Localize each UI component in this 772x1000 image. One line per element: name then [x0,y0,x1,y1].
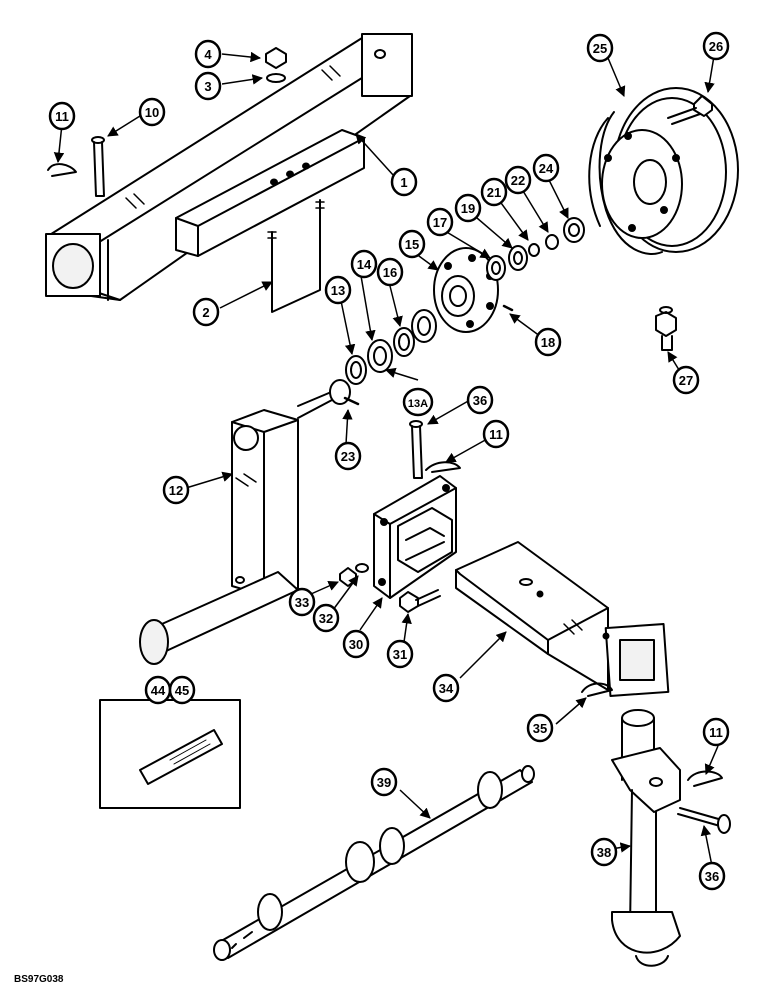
callout-number: 13A [408,398,428,410]
callout-10: 10 [138,97,166,127]
figure-reference-code: BS97G038 [14,974,64,985]
callout-34: 34 [432,673,460,703]
callout-12: 12 [162,475,190,505]
callout-31: 31 [386,639,414,669]
callout-number: 36 [705,869,719,884]
callout-number: 23 [341,449,355,464]
nut-and-washer [265,47,287,83]
jack-stand [611,709,681,967]
callout-number: 4 [204,47,212,62]
callout-number: 13 [331,283,345,298]
wheel-hub [433,247,514,333]
callout-1: 1 [390,167,418,197]
callout-17: 17 [426,207,454,237]
callout-27: 27 [672,365,700,395]
outer-bearing-stack [486,217,585,281]
callout-11: 11 [482,419,510,449]
callout-number: 26 [709,39,723,54]
callout-number: 14 [357,257,372,272]
callout-number: 38 [597,845,611,860]
callout-number: 25 [593,41,607,56]
callout-18: 18 [534,327,562,357]
callout-number: 21 [487,185,501,200]
spindle-arm [139,379,351,665]
callout-number: 11 [709,725,723,740]
callout-13a: 13A [402,387,434,417]
callout-33: 33 [288,587,316,617]
callout-16: 16 [376,257,404,287]
grease-fitting [655,306,677,351]
callout-number: 31 [393,647,407,662]
callout-14: 14 [350,249,378,279]
callout-36: 36 [466,385,494,415]
callout-3: 3 [194,71,222,101]
callout-number: 30 [349,637,363,652]
extension-tube [455,541,670,697]
callout-26: 26 [702,31,730,61]
callout-number: 3 [204,79,211,94]
callout-number: 18 [541,335,555,350]
callout-number: 2 [202,305,209,320]
wheel-bolt [667,95,713,125]
callout-13: 13 [324,275,352,305]
decal-callout-44: 44 [144,675,172,705]
decal-number: 44 [151,683,166,698]
callout-32: 32 [312,603,340,633]
hairpin-clip-lower [581,682,613,697]
callout-number: 32 [319,611,333,626]
callout-24: 24 [532,153,560,183]
callout-11: 11 [702,717,730,747]
callout-number: 22 [511,173,525,188]
callout-number: 17 [433,215,447,230]
callout-number: 34 [439,681,454,696]
callout-number: 39 [377,775,391,790]
callout-number: 11 [489,427,503,442]
callout-15: 15 [398,229,426,259]
pin-and-clip-middle [409,420,461,479]
callout-38: 38 [590,837,618,867]
callout-number: 33 [295,595,309,610]
callout-number: 19 [461,201,475,216]
decal-box [99,699,241,809]
callout-number: 11 [55,109,69,124]
callout-22: 22 [504,165,532,195]
seal-and-bearings-inner [343,309,437,406]
callout-number: 27 [679,373,693,388]
callout-number: 24 [539,161,554,176]
shaft [213,765,535,961]
callout-number: 16 [383,265,397,280]
callout-number: 36 [473,393,487,408]
axle-tube [45,33,413,301]
callout-2: 2 [192,297,220,327]
pin-and-clip-lower [677,770,731,834]
decal-number: 45 [175,683,189,698]
callout-number: 1 [400,175,407,190]
mount-plate [373,475,457,599]
callout-30: 30 [342,629,370,659]
callout-4: 4 [194,39,222,69]
callout-19: 19 [454,193,482,223]
callout-36: 36 [698,861,726,891]
callout-25: 25 [586,33,614,63]
callout-39: 39 [370,767,398,797]
callout-number: 12 [169,483,183,498]
wheel-rim [588,87,739,255]
callout-23: 23 [334,441,362,471]
callout-number: 35 [533,721,547,736]
callout-number: 15 [405,237,419,252]
callout-number: 10 [145,105,159,120]
callout-35: 35 [526,713,554,743]
callout-21: 21 [480,177,508,207]
pin-and-clip-top [47,136,105,197]
callout-11: 11 [48,101,76,131]
decal-callout-45: 45 [168,675,196,705]
u-bolt [267,199,325,313]
